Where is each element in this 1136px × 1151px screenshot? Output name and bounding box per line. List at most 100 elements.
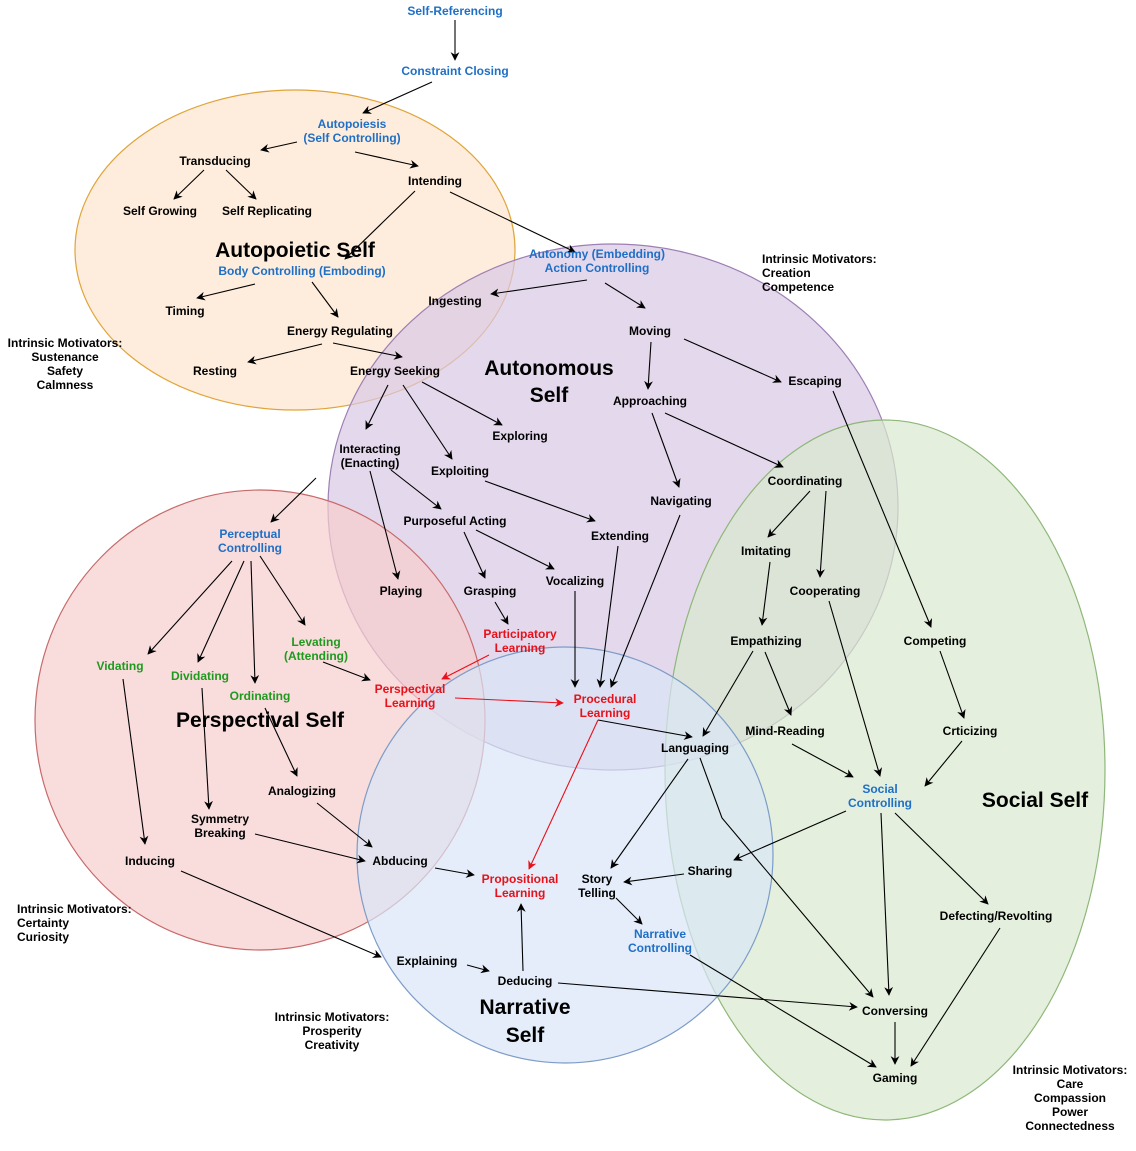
- node-label: Competing: [904, 634, 967, 648]
- node-navigating: Navigating: [650, 494, 711, 508]
- node-escaping: Escaping: [788, 374, 841, 388]
- edge-inducing-to-explaining: [180, 870, 382, 958]
- motivators-social: Intrinsic Motivators:CareCompassionPower…: [1013, 1063, 1128, 1133]
- node-label: Defecting/Revolting: [940, 909, 1053, 923]
- edge-deducing-to-propositional-learning: [516, 903, 526, 972]
- edge-approaching-to-navigating: [651, 412, 681, 488]
- edge-empathizing-to-mind-reading: [764, 651, 793, 716]
- edge-procedural-learning-to-languaging: [597, 719, 693, 740]
- node-autonomy: Autonomy (Embedding)Action Controlling: [529, 247, 665, 275]
- edge-body-controlling-to-energy-regulating: [311, 281, 339, 318]
- region-title-narrative: Self: [506, 1024, 546, 1047]
- node-label: Propositional: [482, 872, 559, 886]
- node-label: Perspectival: [375, 682, 446, 696]
- node-label: Breaking: [194, 826, 245, 840]
- node-coordinating: Coordinating: [768, 474, 843, 488]
- edge-energy-regulating-to-energy-seeking: [332, 342, 403, 360]
- edge-coordinating-to-imitating: [767, 490, 811, 538]
- node-label: Cooperating: [790, 584, 861, 598]
- node-label: Body Controlling (Emboding): [218, 264, 385, 278]
- node-approaching: Approaching: [613, 394, 687, 408]
- node-label: Social: [862, 782, 897, 796]
- node-competing: Competing: [904, 634, 967, 648]
- node-label: Languaging: [661, 741, 729, 755]
- node-body-controlling: Body Controlling (Emboding): [218, 264, 385, 278]
- node-levating: Levating(Attending): [284, 635, 348, 663]
- motivators-layer: Intrinsic Motivators:SustenanceSafetyCal…: [8, 252, 1128, 1133]
- edge-empathizing-to-languaging: [702, 650, 754, 737]
- region-title-autonomous: Self: [530, 384, 570, 407]
- node-label: Telling: [578, 886, 616, 900]
- edge-interacting-to-perceptual-controlling: [270, 477, 317, 523]
- edge-purposeful-acting-to-grasping: [463, 531, 486, 579]
- node-ordinating: Ordinating: [230, 689, 291, 703]
- edge-constraint-closing-to-autopoiesis: [362, 81, 433, 114]
- node-explaining: Explaining: [397, 954, 458, 968]
- node-label: Intending: [408, 174, 462, 188]
- edge-body-controlling-to-timing: [196, 283, 256, 301]
- node-label: Self Growing: [123, 204, 197, 218]
- node-vocalizing: Vocalizing: [546, 574, 604, 588]
- motivator-item: Creation: [762, 266, 811, 280]
- motivator-item: Certainty: [17, 916, 69, 930]
- edge-interacting-to-purposeful-acting: [390, 469, 442, 510]
- motivator-item: Compassion: [1034, 1091, 1106, 1105]
- motivators-heading: Intrinsic Motivators:: [1013, 1063, 1128, 1077]
- motivator-item: Curiosity: [17, 930, 69, 944]
- node-label: Controlling: [848, 796, 912, 810]
- node-label: Action Controlling: [545, 261, 650, 275]
- edge-cooperating-to-social-controlling: [828, 600, 883, 777]
- edge-intending-to-autonomy: [449, 191, 576, 253]
- node-conversing: Conversing: [862, 1004, 928, 1018]
- motivator-item: Sustenance: [31, 350, 99, 364]
- node-label: Symmetry: [191, 812, 249, 826]
- node-label: Purposeful Acting: [404, 514, 507, 528]
- node-label: Navigating: [650, 494, 711, 508]
- edge-energy-regulating-to-resting: [247, 343, 323, 365]
- edge-imitating-to-empathizing: [758, 561, 771, 626]
- node-label: Escaping: [788, 374, 841, 388]
- node-label: Self Replicating: [222, 204, 312, 218]
- edges-layer: [122, 20, 1001, 1068]
- motivator-item: Power: [1052, 1105, 1088, 1119]
- node-inducing: Inducing: [125, 854, 175, 868]
- node-moving: Moving: [629, 324, 671, 338]
- edge-perceptual-controlling-to-dividating: [197, 560, 245, 663]
- edge-extending-to-procedural-learning: [596, 545, 619, 688]
- node-purposeful-acting: Purposeful Acting: [404, 514, 507, 528]
- node-label: Analogizing: [268, 784, 336, 798]
- node-label: Abducing: [372, 854, 427, 868]
- node-label: Mind-Reading: [745, 724, 824, 738]
- node-label: (Enacting): [341, 456, 400, 470]
- edge-intending-to-body-controlling: [344, 190, 416, 260]
- node-exploiting: Exploiting: [431, 464, 489, 478]
- node-label: (Self Controlling): [303, 131, 400, 145]
- motivators-autopoietic: Intrinsic Motivators:SustenanceSafetyCal…: [8, 336, 123, 392]
- node-label: Narrative: [634, 927, 686, 941]
- node-label: Resting: [193, 364, 237, 378]
- node-sharing: Sharing: [688, 864, 733, 878]
- node-label: Energy Regulating: [287, 324, 393, 338]
- node-label: Story: [582, 872, 613, 886]
- node-deducing: Deducing: [498, 974, 553, 988]
- edge-criticizing-to-social-controlling: [924, 740, 963, 787]
- node-label: Empathizing: [730, 634, 801, 648]
- node-label: Inducing: [125, 854, 175, 868]
- node-dividating: Dividating: [171, 669, 229, 683]
- node-constraint-closing: Constraint Closing: [401, 64, 508, 78]
- node-label: Extending: [591, 529, 649, 543]
- edge-ordinating-to-analogizing: [264, 707, 298, 777]
- edge-autonomy-to-ingesting: [490, 279, 588, 298]
- node-exploring: Exploring: [492, 429, 547, 443]
- node-cooperating: Cooperating: [790, 584, 861, 598]
- node-abducing: Abducing: [372, 854, 427, 868]
- node-energy-seeking: Energy Seeking: [350, 364, 440, 378]
- node-vidating: Vidating: [96, 659, 143, 673]
- motivators-heading: Intrinsic Motivators:: [275, 1010, 390, 1024]
